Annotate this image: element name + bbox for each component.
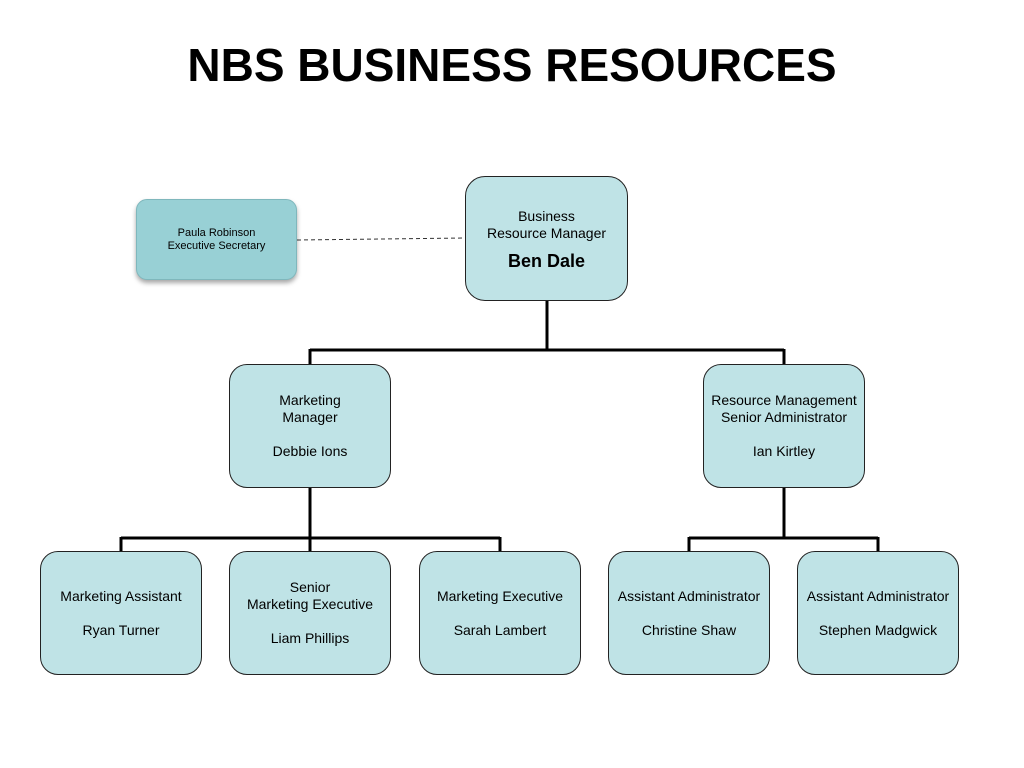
- staff-node: Marketing Executive Sarah Lambert: [419, 551, 581, 675]
- node-role: Business Resource Manager: [486, 207, 607, 241]
- node-person: Ian Kirtley: [752, 443, 816, 459]
- node-person: Ryan Turner: [82, 621, 160, 638]
- manager-node: Marketing Manager Debbie Ions: [229, 364, 391, 488]
- node-person: Christine Shaw: [641, 621, 737, 638]
- node-role: Assistant Administrator: [617, 587, 761, 604]
- node-role: Resource Management Senior Administrator: [711, 392, 857, 425]
- node-role: Assistant Administrator: [806, 587, 950, 604]
- node-person: Debbie Ions: [272, 443, 348, 459]
- node-person: Sarah Lambert: [453, 621, 547, 638]
- manager-node: Resource Management Senior Administrator…: [703, 364, 865, 488]
- staff-node: Senior Marketing Executive Liam Phillips: [229, 551, 391, 675]
- node-role: Senior Marketing Executive: [246, 579, 374, 612]
- secretary-node: Paula Robinson Executive Secretary: [136, 199, 297, 280]
- node-role: Marketing Manager: [279, 392, 341, 425]
- resource-connector: [687, 488, 880, 551]
- node-person: Liam Phillips: [270, 630, 350, 646]
- secretary-role: Executive Secretary: [167, 239, 266, 252]
- staff-node: Marketing Assistant Ryan Turner: [40, 551, 202, 675]
- secretary-name: Paula Robinson: [177, 226, 256, 239]
- root-connector: [308, 300, 786, 364]
- node-role: Marketing Assistant: [60, 587, 182, 604]
- node-person: Ben Dale: [507, 250, 586, 271]
- node-role: Marketing Executive: [436, 587, 564, 604]
- root-node: Business Resource Manager Ben Dale: [465, 176, 628, 301]
- page-title: NBS BUSINESS RESOURCES: [187, 39, 837, 91]
- staff-node: Assistant Administrator Christine Shaw: [608, 551, 770, 675]
- marketing-connector: [119, 488, 502, 551]
- secretary-link: [296, 237, 467, 241]
- node-person: Stephen Madgwick: [818, 621, 938, 638]
- staff-node: Assistant Administrator Stephen Madgwick: [797, 551, 959, 675]
